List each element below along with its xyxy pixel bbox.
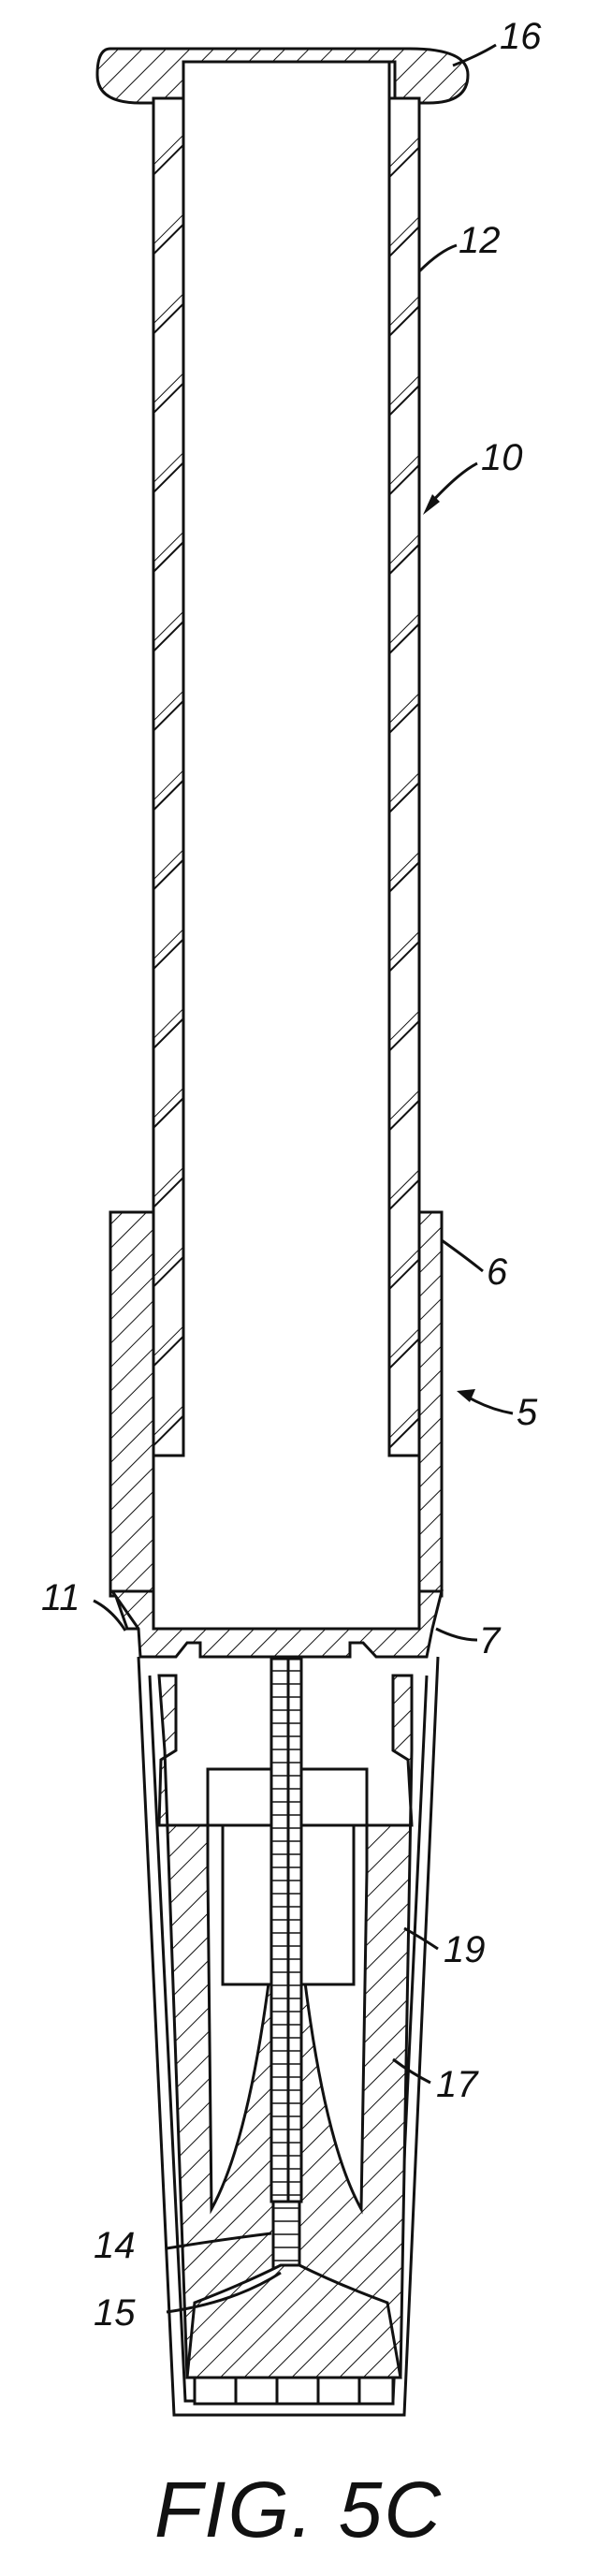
base-plate-7 [112,1591,442,1657]
label-19: 19 [444,1929,486,1970]
label-7: 7 [479,1620,502,1661]
label-12: 12 [459,220,501,261]
tube-right-wall [389,98,419,1456]
label-10: 10 [481,437,523,478]
label-16: 16 [500,16,542,57]
label-15: 15 [94,2292,136,2334]
capillary-14 [271,1659,301,2340]
label-6: 6 [487,1251,508,1293]
label-14: 14 [94,2225,136,2266]
figure-caption: FIG. 5C [154,2466,443,2554]
label-17: 17 [436,2064,479,2105]
label-5: 5 [517,1392,538,1433]
tube-left-wall [153,98,183,1456]
label-11: 11 [41,1577,80,1618]
